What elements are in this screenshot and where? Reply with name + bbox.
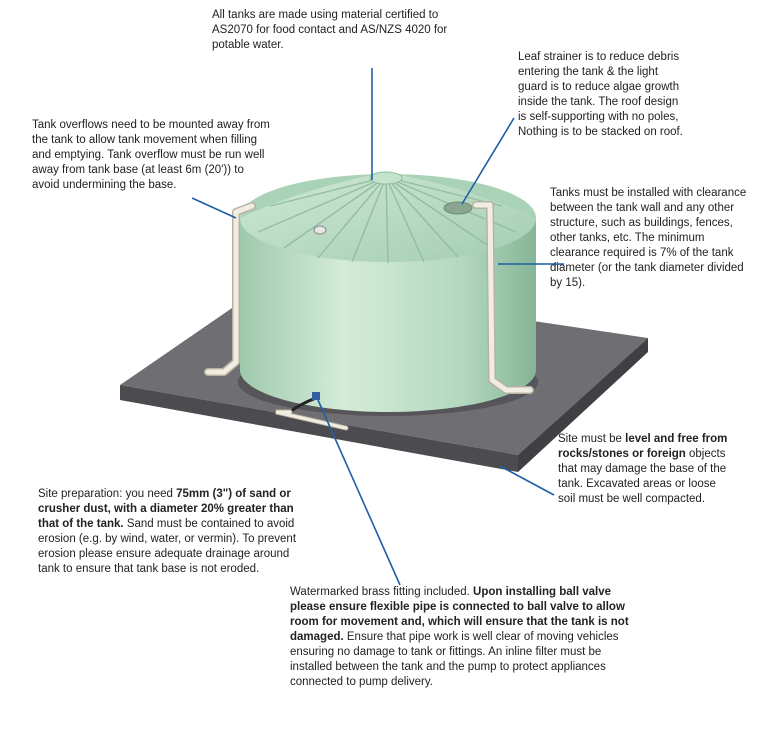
note-fitting: Watermarked brass fitting included. Upon…	[290, 585, 630, 690]
roof-vent	[313, 225, 327, 235]
note-overflow: Tank overflows need to be mounted away f…	[32, 119, 270, 191]
tank-wall	[240, 218, 536, 412]
site-level-text-a: Site must be	[558, 433, 626, 445]
leader-strainer	[461, 117, 515, 205]
note-strainer: Leaf strainer is to reduce debris enteri…	[518, 51, 683, 138]
note-clearance: Tanks must be installed with clearance b…	[550, 187, 747, 289]
leader-site-level	[499, 465, 555, 496]
overflow-pipes	[204, 201, 534, 394]
note-site-level: Site must be level and free from rocks/s…	[558, 432, 728, 507]
site-level-text-bold: level and free from rocks/stones or fore…	[558, 433, 728, 460]
note-material: All tanks are made using material certif…	[212, 9, 448, 51]
leader-lines	[191, 68, 564, 586]
leader-overflow	[191, 197, 237, 219]
site-level-text-c: objects that may damage the base of the …	[558, 448, 727, 505]
site-prep-text-bold: 75mm (3") of sand or crusher dust, with …	[38, 488, 294, 530]
water-tank	[240, 171, 536, 412]
site-prep-text-a: Site preparation: you need	[38, 488, 177, 500]
slab-side-right	[518, 338, 648, 472]
outlet-fitting	[275, 392, 349, 431]
leaf-strainer	[443, 201, 473, 215]
site-prep-text-c: Sand must be contained to avoid erosion …	[38, 518, 297, 575]
fitting-text-bold: Upon installing ball valve please ensure…	[290, 586, 629, 643]
note-site-prep: Site preparation: you need 75mm (3") of …	[38, 487, 306, 577]
fitting-text-a: Watermarked brass fitting included.	[290, 586, 474, 598]
slab-side-front	[120, 385, 518, 472]
leader-fitting	[317, 399, 401, 586]
fitting-text-c: Ensure that pipe work is well clear of m…	[290, 631, 619, 688]
tank-roof	[240, 175, 536, 262]
roof-ribs	[257, 176, 517, 264]
roof-cap	[369, 171, 403, 185]
